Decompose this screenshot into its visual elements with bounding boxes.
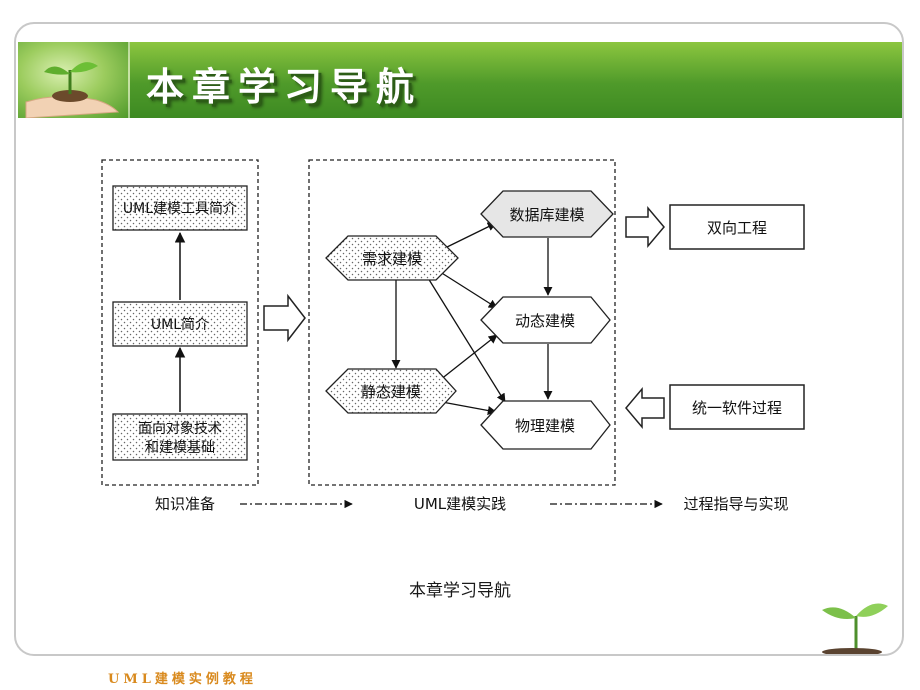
stage-process-guidance: 过程指导与实现 bbox=[683, 495, 788, 513]
static-modeling-node: 静态建模 bbox=[325, 368, 457, 414]
stage-uml-practice: UML建模实践 bbox=[414, 495, 506, 513]
dynamic-modeling-label: 动态建模 bbox=[515, 312, 575, 330]
hollow-arrow-prep-to-practice bbox=[263, 293, 306, 343]
sprout-decoration bbox=[822, 603, 888, 654]
uml-intro-box: UML简介 bbox=[112, 301, 248, 347]
edge-static-to-dynamic bbox=[439, 334, 498, 381]
figure-caption: 本章学习导航 bbox=[409, 581, 511, 601]
roundtrip-engineering-box: 双向工程 bbox=[669, 204, 805, 250]
requirements-modeling-node: 需求建模 bbox=[325, 235, 459, 281]
uml-practice-container bbox=[308, 159, 616, 486]
database-modeling-node: 数据库建模 bbox=[480, 190, 614, 238]
oo-basics-label-line2: 和建模基础 bbox=[145, 439, 215, 456]
uml-tools-intro-label: UML建模工具简介 bbox=[123, 200, 237, 217]
unified-process-label: 统一软件过程 bbox=[692, 399, 782, 417]
footer-book-title: UML建模实例教程 bbox=[108, 672, 257, 687]
edge-req-to-db bbox=[444, 222, 497, 249]
hollow-arrow-to-roundtrip bbox=[625, 205, 665, 249]
hand-seedling-photo bbox=[18, 42, 130, 118]
learning-navigation-diagram: UML建模工具简介 UML简介 面向对象技术 和建模基础 需求建模 数据库建模 … bbox=[101, 159, 805, 513]
edge-req-to-physical bbox=[427, 277, 506, 403]
physical-modeling-label: 物理建模 bbox=[515, 417, 575, 435]
requirements-modeling-label: 需求建模 bbox=[362, 250, 422, 268]
uml-intro-label: UML简介 bbox=[151, 316, 209, 333]
hollow-arrow-from-unified-process bbox=[625, 386, 665, 430]
database-modeling-label: 数据库建模 bbox=[509, 206, 584, 224]
oo-basics-box: 面向对象技术 和建模基础 bbox=[112, 413, 248, 461]
uml-tools-intro-box: UML建模工具简介 bbox=[112, 185, 248, 231]
stage-knowledge-prep: 知识准备 bbox=[155, 495, 215, 513]
knowledge-prep-container bbox=[101, 159, 259, 486]
static-modeling-label: 静态建模 bbox=[361, 383, 421, 401]
header-band: 本章学习导航 bbox=[18, 42, 902, 118]
page-title: 本章学习导航 bbox=[146, 65, 423, 109]
edge-static-to-physical bbox=[441, 401, 497, 415]
edge-req-to-dynamic bbox=[436, 269, 498, 309]
oo-basics-label-line1: 面向对象技术 bbox=[138, 421, 222, 437]
physical-modeling-node: 物理建模 bbox=[480, 400, 611, 450]
roundtrip-engineering-label: 双向工程 bbox=[707, 219, 767, 237]
unified-process-box: 统一软件过程 bbox=[669, 384, 805, 430]
dynamic-modeling-node: 动态建模 bbox=[480, 296, 611, 344]
